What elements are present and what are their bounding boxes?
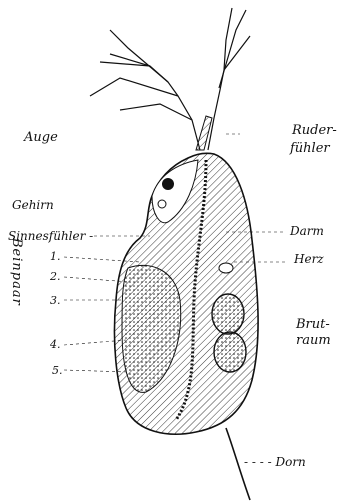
egg-upper <box>212 294 244 334</box>
label-leg-5: 5. <box>52 364 63 378</box>
egg-lower <box>214 332 246 372</box>
heart <box>219 263 233 273</box>
label-gehirn: Gehirn <box>12 198 54 212</box>
label-leg-3: 3. <box>50 294 61 308</box>
label-leg-1: 1. <box>50 250 61 264</box>
label-ruder-line1: Ruder- <box>292 124 337 138</box>
label-brut-line1: Brut- <box>296 318 330 332</box>
label-brut-line2: raum <box>296 334 331 348</box>
label-darm: Darm <box>290 224 324 238</box>
antenna-right <box>208 8 250 150</box>
antenna-stalk <box>196 116 212 150</box>
label-leg-2: 2. <box>50 270 61 284</box>
label-auge: Auge <box>24 131 58 145</box>
eye <box>162 178 174 190</box>
label-beinpaar: Beinpaar <box>9 238 24 306</box>
label-herz: Herz <box>294 252 324 266</box>
antenna-left <box>90 30 200 150</box>
label-ruder-line2: fühler <box>290 142 330 156</box>
label-leg-4: 4. <box>50 338 61 352</box>
label-dorn: - - - - Dorn <box>244 455 306 469</box>
